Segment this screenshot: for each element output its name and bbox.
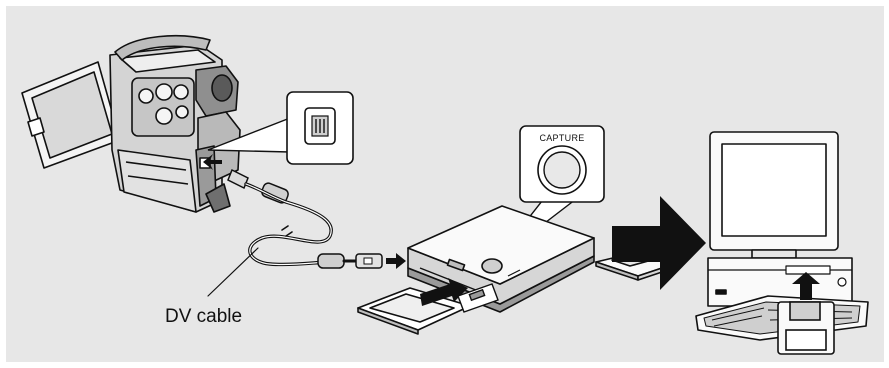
computer-floppy-icon — [778, 302, 834, 354]
capture-label: CAPTURE — [539, 133, 584, 143]
dv-port-icon — [287, 92, 353, 164]
dv-cable-label: DV cable — [165, 306, 242, 327]
